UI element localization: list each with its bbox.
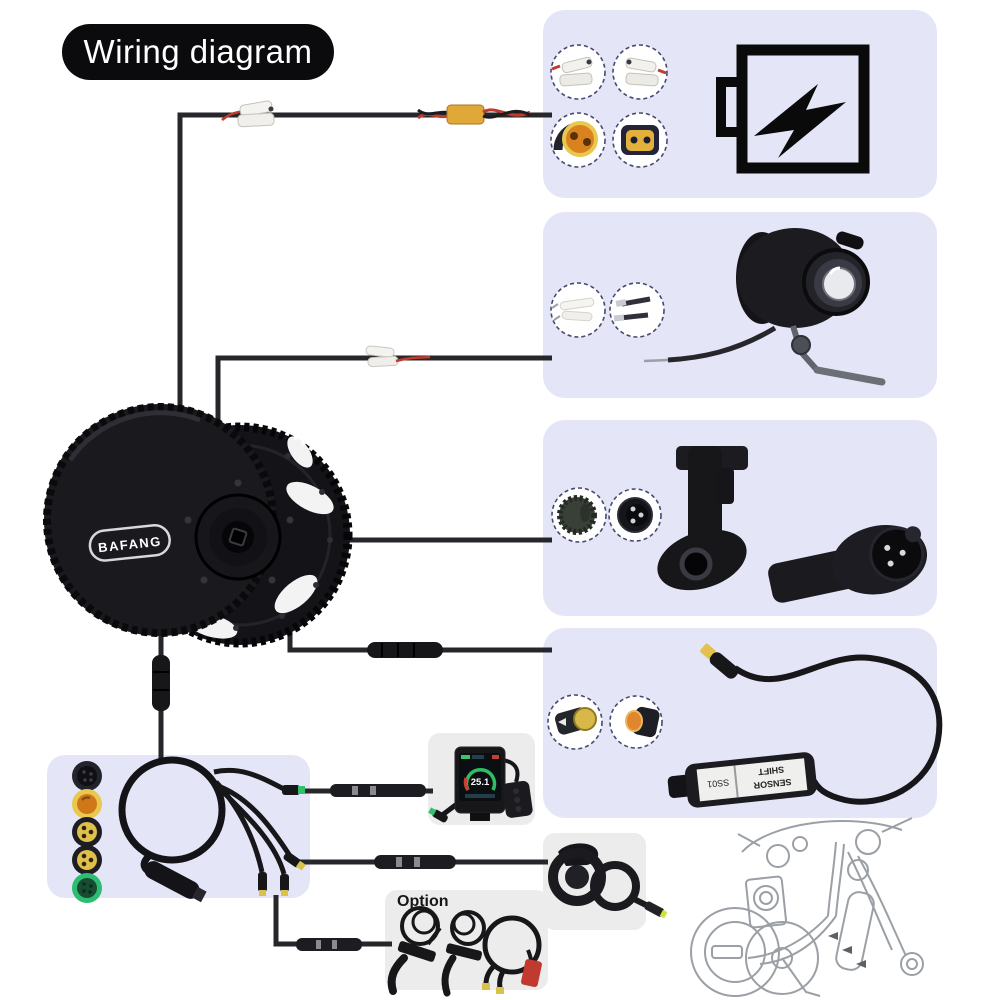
bafang-logo-text: BAFANG: [97, 534, 162, 556]
option-wire: [273, 895, 392, 947]
battery-connector-views: [550, 44, 668, 168]
headlight-wire: [215, 355, 552, 436]
display-remote: [502, 780, 533, 818]
speed-connector-view-2: [617, 497, 653, 533]
brake-lever-1: [387, 906, 442, 995]
display-speed-text: 25.1: [471, 777, 490, 788]
harness-cable: [118, 756, 306, 903]
sketch-motor: [690, 907, 821, 997]
white-plug-view-2: [625, 57, 667, 87]
speed-sensor-panel-art: [551, 446, 928, 603]
page-title: Wiring diagram: [62, 24, 334, 80]
speed-sensor-body: [657, 446, 748, 591]
harness-yellow-connector: [283, 851, 306, 871]
xt60-female-view: [553, 121, 598, 157]
inline-connectors: [152, 100, 531, 951]
sketch-cable-arrows: [828, 932, 866, 968]
shift-sensor-label-line2: SENSOR: [753, 777, 792, 791]
display-wire-connector: [330, 784, 426, 797]
battery-wire-xt60-connector: [417, 104, 531, 125]
brake-lever-2: [441, 910, 486, 997]
shift-connector-view-2: [625, 706, 660, 738]
option-panel-art: [387, 906, 542, 997]
battery-lightning-icon: [716, 44, 870, 174]
xt60-male-view: [621, 125, 659, 155]
main-wire-connector: [152, 655, 170, 711]
display-unit: 25.1: [428, 746, 533, 823]
harness-lower-connectors: [258, 872, 289, 896]
harness-green-connector: [282, 785, 305, 795]
bike-sketch: [690, 817, 924, 997]
bafang-logo: BAFANG: [88, 524, 171, 562]
shift-sensor-label-line1: SHIFT: [757, 764, 784, 777]
headlight-panel: [543, 212, 937, 398]
option-wire-connector: [296, 938, 362, 951]
headlight-lamp: [643, 228, 886, 386]
bafang-motor: BAFANG: [43, 403, 353, 648]
brake-sensor-cable: [482, 915, 542, 994]
headlight-connector-view-1: [551, 297, 595, 322]
sketch-battery: [835, 891, 875, 971]
sketch-display: [744, 875, 788, 929]
shift-connector-view-1: [555, 707, 597, 735]
harness-panel-art: [72, 756, 306, 903]
shift-sensor-model-text: SS01: [707, 777, 730, 789]
white-plug-view-1: [551, 56, 593, 87]
shift-sensor-panel-art: SS01 SHIFT SENSOR: [547, 643, 943, 808]
thumb-throttle: [548, 843, 668, 919]
shift-wire-barrel-connector: [367, 642, 443, 658]
motor-body: [44, 404, 276, 636]
headlight-connector-view-2: [613, 296, 651, 322]
headlight-panel-art: [550, 228, 886, 386]
speed-sensor-plug: [768, 525, 928, 603]
battery-wire-white-connector: [221, 100, 275, 128]
throttle-wire-connector: [374, 855, 456, 869]
harness-connector-views: [72, 761, 102, 903]
headlight-wire-white-connector: [365, 345, 431, 368]
shift-sensor-device: SS01 SHIFT SENSOR: [667, 643, 943, 808]
battery-panel-art: [550, 44, 870, 174]
option-label: Option: [397, 893, 449, 910]
speed-connector-view-1: [557, 495, 597, 535]
battery-wire: [177, 112, 552, 432]
